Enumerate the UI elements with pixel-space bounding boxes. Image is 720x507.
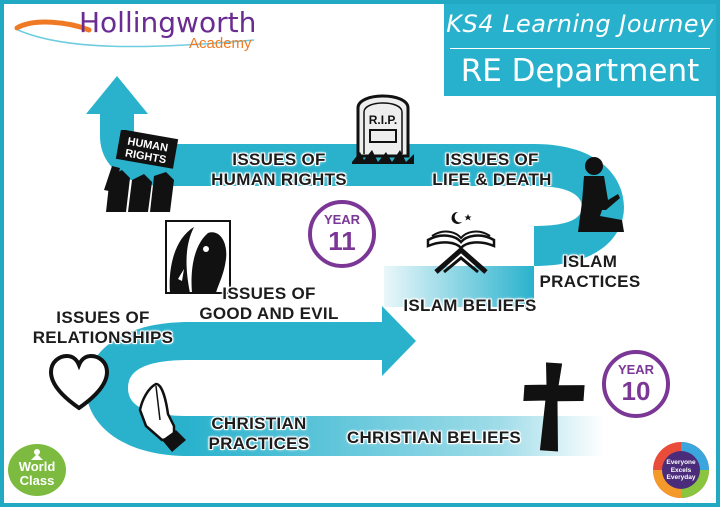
world-class-badge: World Class xyxy=(8,444,66,496)
label-islam-practices: ISLAM PRACTICES xyxy=(539,252,641,291)
values-badge: Everyone Excels Everyday xyxy=(650,440,712,500)
human-rights-fists-icon: HUMAN RIGHTS xyxy=(104,130,179,212)
header-box: KS4 Learning Journey RE Department xyxy=(444,4,716,96)
gravestone-icon: R.I.P. xyxy=(352,94,414,164)
praying-man-icon xyxy=(578,157,624,232)
label-christian-practices: CHRISTIAN PRACTICES xyxy=(208,414,310,453)
logo-swoosh-icon xyxy=(14,19,255,48)
cross-icon xyxy=(523,362,585,452)
year-10-label: YEAR xyxy=(617,362,655,377)
world-class-star-icon xyxy=(31,449,43,460)
label-relationships: ISSUES OF RELATIONSHIPS xyxy=(32,308,174,347)
label-good-evil: ISSUES OF GOOD AND EVIL xyxy=(199,284,339,323)
label-islam-beliefs: ISLAM BELIEFS xyxy=(403,296,537,315)
year-10-badge: YEAR 10 xyxy=(602,350,670,418)
angel-demon-icon xyxy=(165,220,231,294)
quran-stand-icon xyxy=(426,211,496,274)
logo-academy: Academy xyxy=(189,35,252,52)
praying-hands-icon xyxy=(138,382,186,452)
department-title: RE Department xyxy=(460,53,700,89)
label-human-rights: ISSUES OF HUMAN RIGHTS xyxy=(211,150,347,189)
logo-school-name: Hollingworth xyxy=(79,6,257,39)
values-center-text: Everyone Excels Everyday xyxy=(666,459,696,481)
year-11-number: 11 xyxy=(328,226,356,256)
year-10-number: 10 xyxy=(621,376,651,406)
heart-icon xyxy=(48,353,110,411)
year-11-label: YEAR xyxy=(323,212,361,227)
year-11-badge: YEAR 11 xyxy=(308,200,376,268)
gravestone-rip-text: R.I.P. xyxy=(369,113,397,127)
label-christian-beliefs: CHRISTIAN BELIEFS xyxy=(346,428,522,447)
world-class-line1: World xyxy=(18,459,56,474)
header-divider xyxy=(450,48,710,49)
page-title: KS4 Learning Journey xyxy=(446,10,714,38)
label-life-death: ISSUES OF LIFE & DEATH xyxy=(432,150,552,189)
world-class-line2: Class xyxy=(19,473,55,488)
values-ring-icon xyxy=(653,442,709,498)
